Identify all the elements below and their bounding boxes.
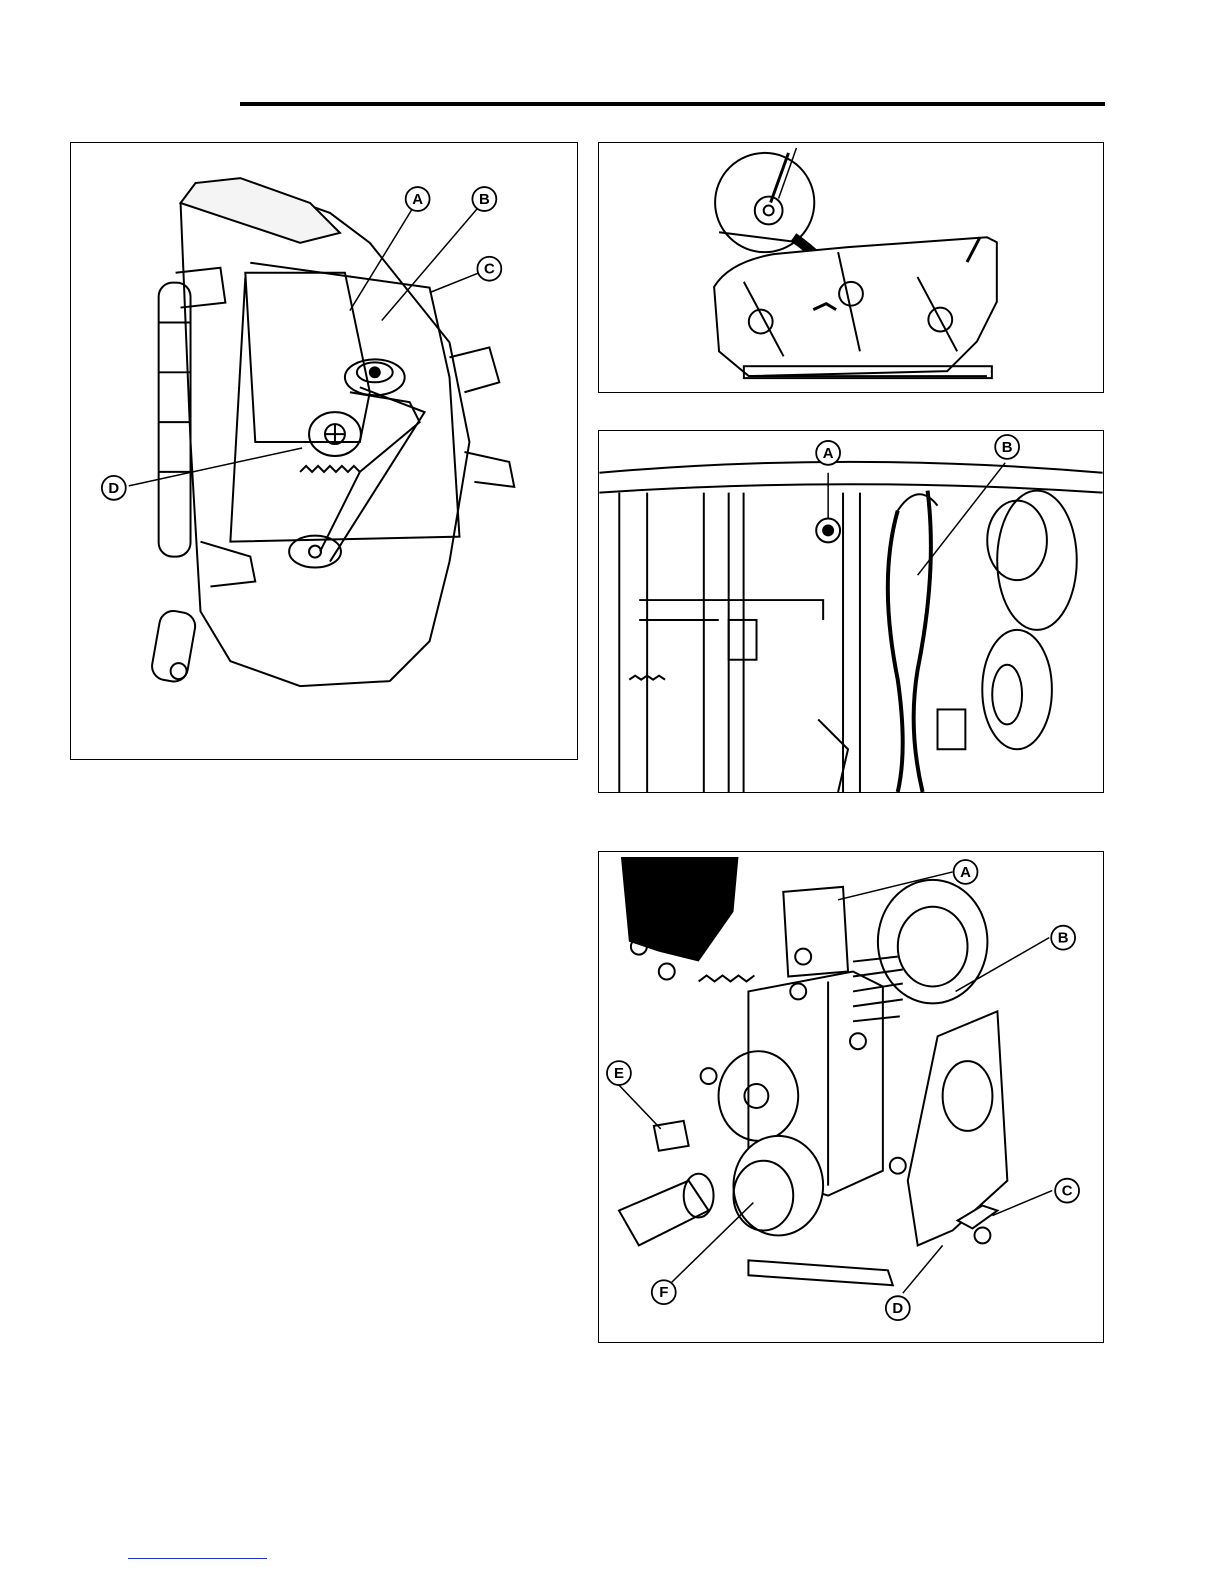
callout-label-b: B	[1002, 440, 1013, 456]
callout-label-a: A	[823, 446, 834, 462]
spindles-drawing	[599, 143, 1103, 392]
callout-label-b: B	[1058, 930, 1069, 947]
callout-label-d: D	[892, 1300, 903, 1317]
figure-deck-belt-illustration: A B C D	[70, 142, 578, 760]
callout-label-d: D	[108, 480, 119, 497]
transmission-drawing: A B C D E F	[599, 852, 1103, 1342]
footer-link-underline	[128, 1558, 267, 1559]
callout-label-a: A	[960, 864, 971, 881]
callout-label-c: C	[1062, 1183, 1073, 1200]
callout-label-a: A	[412, 191, 423, 208]
figure-deck-spindles-illustration	[598, 142, 1104, 393]
callout-label-f: F	[659, 1284, 668, 1301]
callout-label-b: B	[479, 191, 490, 208]
callout-label-e: E	[614, 1065, 624, 1082]
figure-transmission-illustration: A B C D E F	[598, 851, 1104, 1343]
deck-belt-drawing: A B C D	[71, 143, 577, 759]
callout-label-c: C	[484, 261, 495, 278]
header-rule	[240, 102, 1105, 106]
